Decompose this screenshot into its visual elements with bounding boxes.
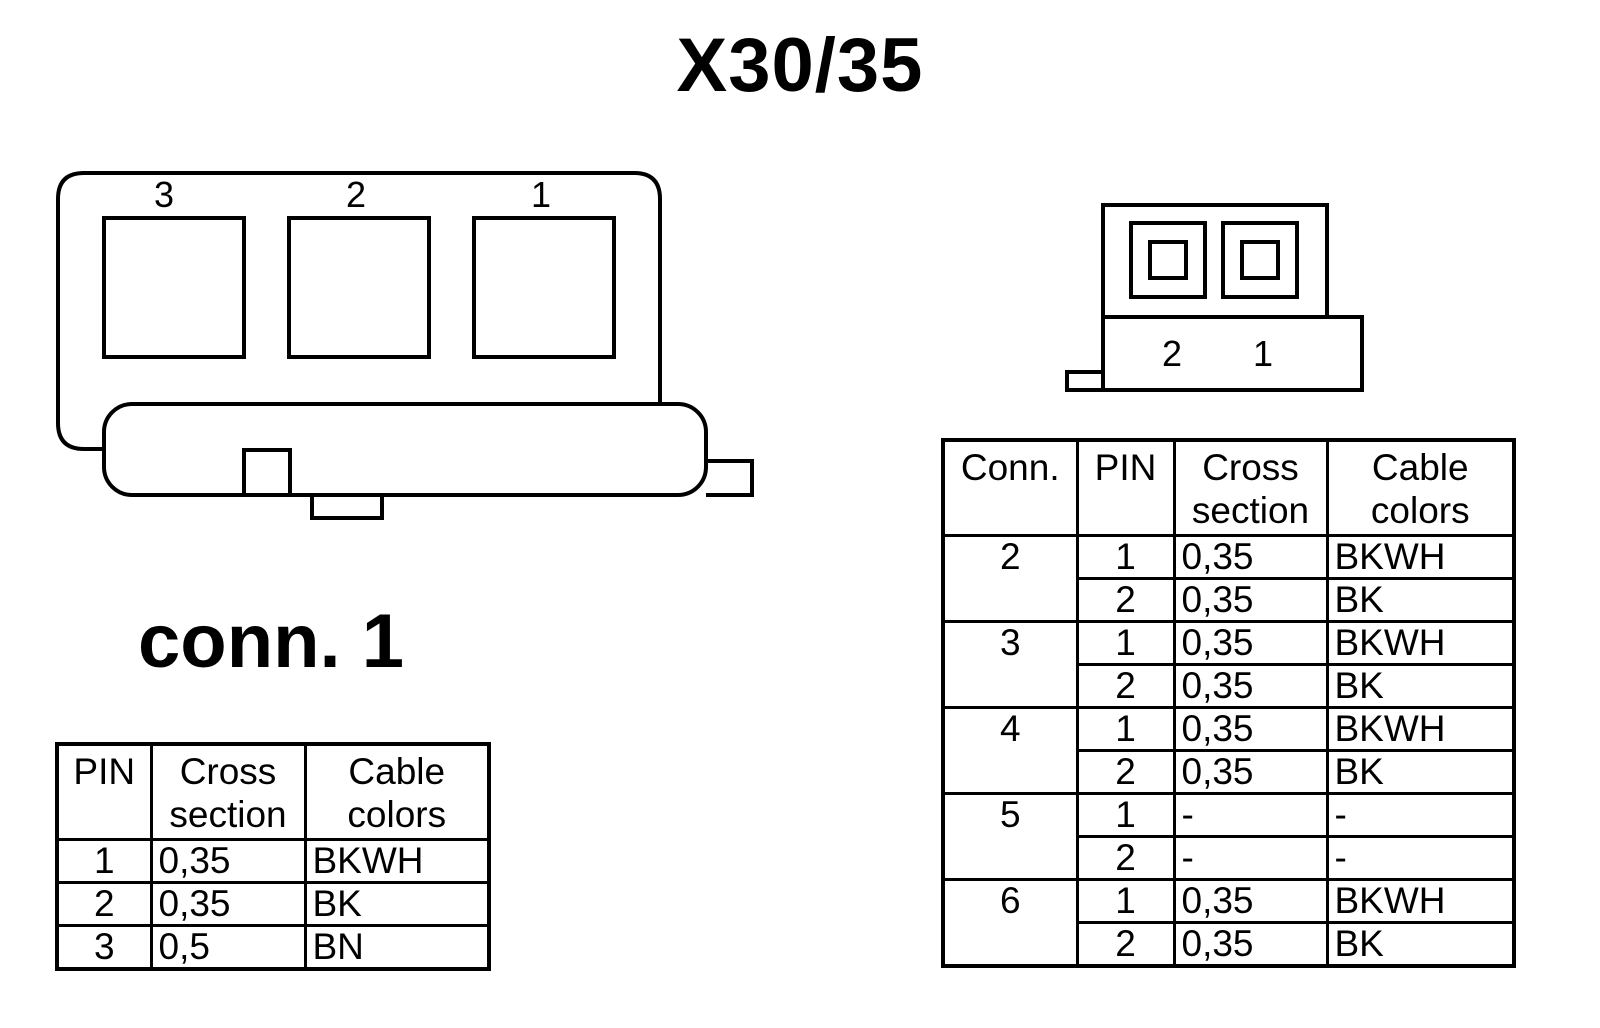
pin-cell: 2 bbox=[55, 881, 153, 927]
cross-section-cell: 0,35 bbox=[1172, 663, 1329, 709]
header-conn: Conn. bbox=[941, 438, 1079, 537]
cross-section-cell: 0,35 bbox=[1172, 878, 1329, 924]
conn2-pin-label: 2 bbox=[1162, 333, 1182, 374]
conn-number-cell: 5 bbox=[941, 792, 1079, 881]
cross-section-cell: - bbox=[1172, 792, 1329, 838]
connector-1-drawing: 3 2 1 bbox=[56, 171, 754, 520]
cable-color-cell: BK bbox=[1325, 749, 1516, 795]
header-pin: PIN bbox=[1075, 438, 1176, 537]
cross-section-cell: 0,35 bbox=[1172, 706, 1329, 752]
pin-cell: 1 bbox=[1075, 706, 1176, 752]
table-header-row: PIN Cross section Cable colors bbox=[55, 742, 491, 841]
cable-color-cell: BKWH bbox=[1325, 534, 1516, 580]
header-cable-colors: Cable colors bbox=[1325, 438, 1516, 537]
cable-color-cell: BKWH bbox=[1325, 706, 1516, 752]
cable-color-cell: BK bbox=[1325, 577, 1516, 623]
cable-color-cell: BKWH bbox=[1325, 620, 1516, 666]
header-cable-colors: Cable colors bbox=[303, 742, 491, 841]
cross-section-cell: - bbox=[1172, 835, 1329, 881]
pin-cell: 2 bbox=[1075, 921, 1176, 968]
cable-color-cell: - bbox=[1325, 792, 1516, 838]
cable-color-cell: BK bbox=[1325, 921, 1516, 968]
pin-cell: 3 bbox=[55, 924, 153, 971]
connector-2-drawing: 2 1 bbox=[1065, 203, 1364, 392]
cable-color-cell: BK bbox=[1325, 663, 1516, 709]
conn1-pin-label: 3 bbox=[154, 174, 174, 215]
cross-section-cell: 0,35 bbox=[1172, 749, 1329, 795]
conn2-pin-label: 1 bbox=[1253, 333, 1273, 374]
pin-cell: 2 bbox=[1075, 663, 1176, 709]
conn-number-cell: 3 bbox=[941, 620, 1079, 709]
cross-section-cell: 0,35 bbox=[1172, 921, 1329, 968]
pin-cell: 2 bbox=[1075, 577, 1176, 623]
connector-1-label: conn. 1 bbox=[138, 599, 405, 684]
table-header-row: Conn. PIN Cross section Cable colors bbox=[941, 438, 1516, 537]
table-row: 2-- bbox=[943, 835, 1516, 881]
pin-cell: 2 bbox=[1075, 749, 1176, 795]
conn1-pin-label: 1 bbox=[531, 174, 551, 215]
cross-section-cell: 0,35 bbox=[149, 881, 307, 927]
cable-color-cell: - bbox=[1325, 835, 1516, 881]
cross-section-cell: 0,35 bbox=[1172, 620, 1329, 666]
cable-color-cell: BKWH bbox=[1325, 878, 1516, 924]
cable-color-cell: BKWH bbox=[303, 838, 491, 884]
cable-color-cell: BN bbox=[303, 924, 491, 971]
conn-number-cell: 4 bbox=[941, 706, 1079, 795]
pin-cell: 1 bbox=[1075, 792, 1176, 838]
conn-number-cell: 2 bbox=[941, 534, 1079, 623]
pin-cell: 1 bbox=[1075, 534, 1176, 580]
cross-section-cell: 0,35 bbox=[1172, 534, 1329, 580]
cross-section-cell: 0,5 bbox=[149, 924, 307, 971]
conn-number-cell: 6 bbox=[941, 878, 1079, 968]
cross-section-cell: 0,35 bbox=[1172, 577, 1329, 623]
header-cross-section: Cross section bbox=[1172, 438, 1329, 537]
cross-section-cell: 0,35 bbox=[149, 838, 307, 884]
pin-cell: 1 bbox=[1075, 620, 1176, 666]
header-pin: PIN bbox=[55, 742, 153, 841]
pin-cell: 1 bbox=[1075, 878, 1176, 924]
header-cross-section: Cross section bbox=[149, 742, 307, 841]
pin-cell: 2 bbox=[1075, 835, 1176, 881]
diagram-title: X30/35 bbox=[676, 23, 924, 108]
pin-cell: 1 bbox=[55, 838, 153, 884]
cable-color-cell: BK bbox=[303, 881, 491, 927]
conn1-pin-label: 2 bbox=[346, 174, 366, 215]
